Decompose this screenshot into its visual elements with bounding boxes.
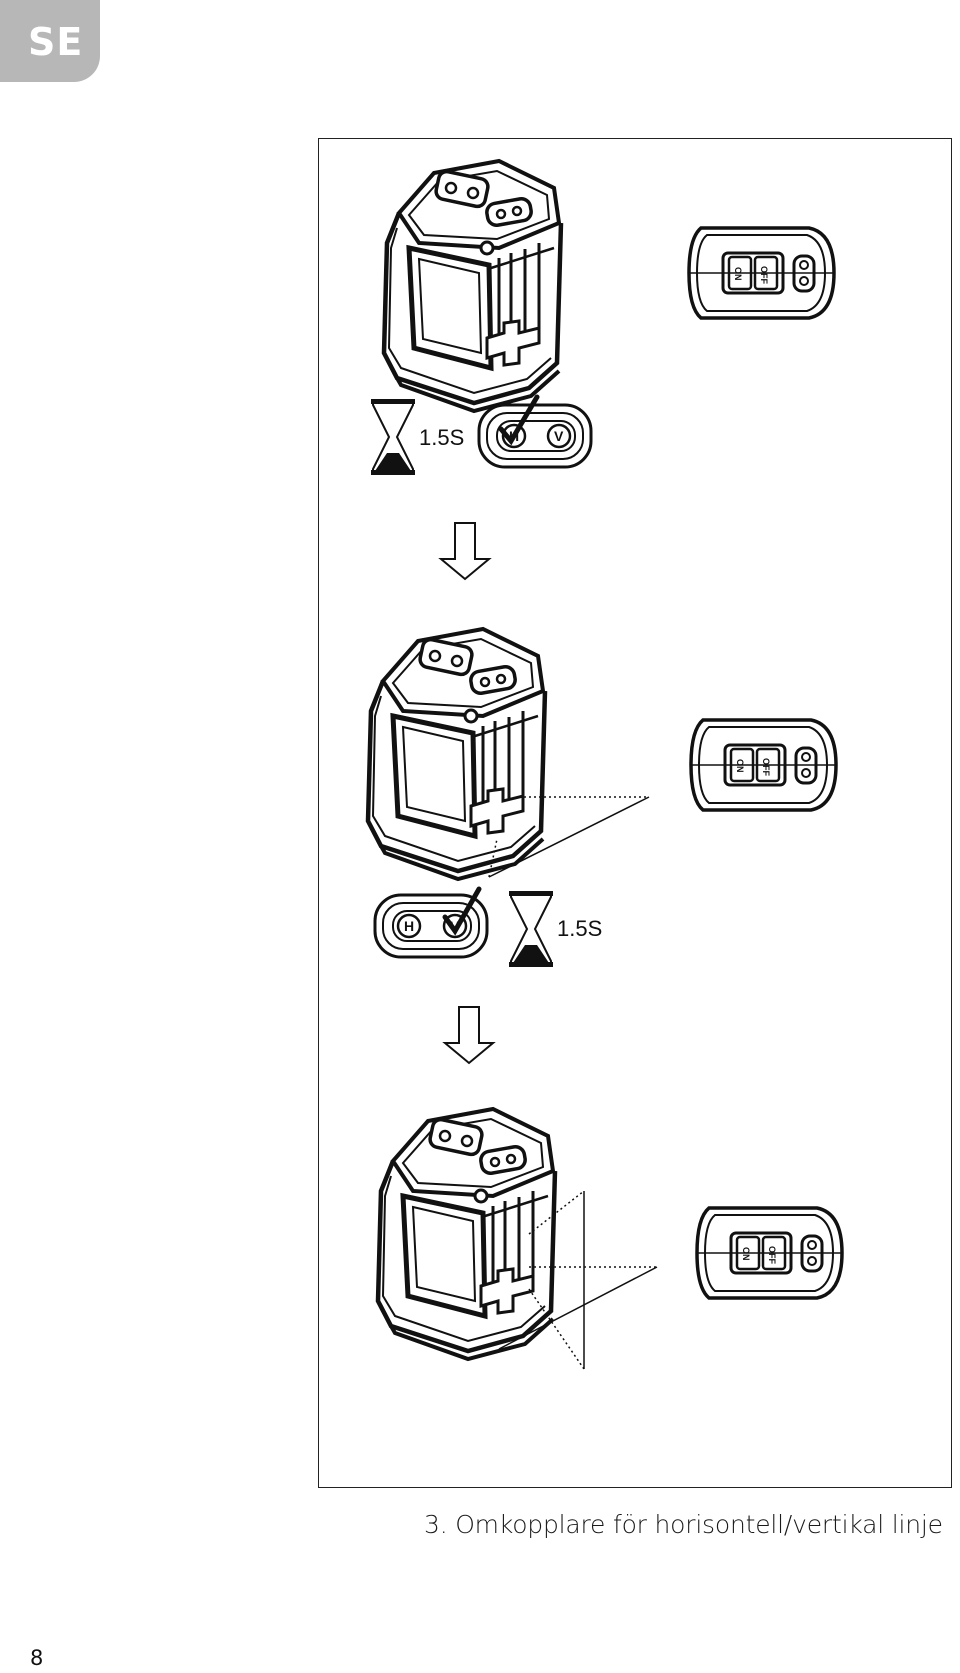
remote-step-3: ON OFF <box>695 1206 844 1300</box>
device-step-1 <box>384 161 561 411</box>
svg-text:OFF: OFF <box>761 758 771 776</box>
svg-text:OFF: OFF <box>767 1246 777 1264</box>
arrow-down-icon <box>440 522 490 580</box>
checkmark-icon <box>498 394 540 446</box>
figure-caption: 3. Omkopplare för horisontell/vertikal l… <box>424 1510 943 1539</box>
svg-text:ON: ON <box>741 1247 751 1261</box>
timer-label-2: 1.5S <box>557 916 602 941</box>
horizontal-laser-line <box>488 796 650 878</box>
timer-label-1: 1.5S <box>419 425 464 450</box>
device-step-2 <box>368 629 545 879</box>
checkmark-icon <box>442 886 482 936</box>
figure-frame: ON OFF 1.5S H V ON OFF H V 1.5 <box>318 138 952 1488</box>
remote-step-2: ON OFF <box>689 718 838 812</box>
hv-switch-step-1: H V <box>477 394 593 469</box>
svg-text:ON: ON <box>735 759 745 773</box>
hv-switch-step-2: H V <box>373 886 489 959</box>
hourglass-icon <box>370 398 416 476</box>
v-button-label: V <box>554 428 564 444</box>
svg-text:ON: ON <box>733 267 743 281</box>
language-tab: SE <box>0 0 100 82</box>
cross-laser-lines <box>498 1190 658 1370</box>
hourglass-icon <box>508 890 554 968</box>
device-step-3 <box>378 1109 555 1359</box>
svg-text:OFF: OFF <box>759 266 769 284</box>
remote-step-1: ON OFF <box>687 226 836 320</box>
page-number: 8 <box>30 1646 44 1670</box>
language-tab-label: SE <box>28 20 84 64</box>
svg-text:H: H <box>404 918 414 934</box>
arrow-down-icon <box>444 1006 494 1064</box>
